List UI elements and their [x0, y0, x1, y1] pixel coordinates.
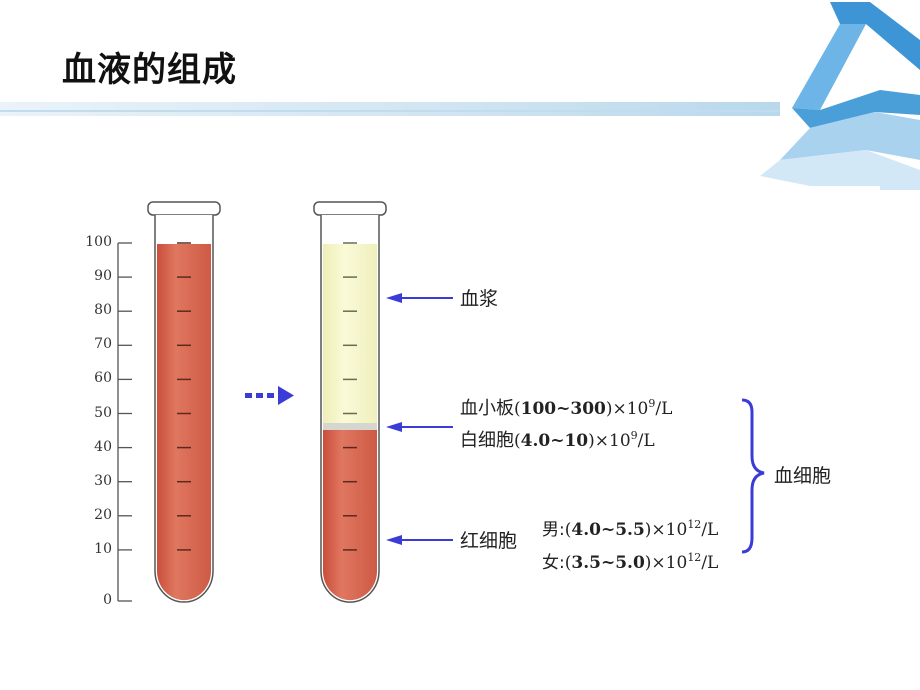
- red-cell-pointer-arrow: [386, 535, 453, 545]
- plasma-layer: [323, 244, 377, 423]
- rbc-female-prefix: 女:: [542, 553, 565, 573]
- whole-blood-tube: [147, 201, 221, 603]
- plasma-label: 血浆: [460, 288, 499, 310]
- red-cell-layer: [323, 430, 377, 601]
- rbc-male-prefix: 男:: [542, 520, 565, 540]
- blood-cells-brace: [741, 398, 765, 554]
- slide-title: 血液的组成: [62, 50, 237, 90]
- scale-tick-label-70: 70: [94, 336, 112, 353]
- platelet-tail: /L: [655, 399, 673, 419]
- rbc-female-label: 女:(3.5~5.0)×1012/L: [542, 551, 719, 573]
- platelet-exponent: 9: [648, 397, 656, 410]
- centrifuged-tube: [313, 201, 387, 603]
- scale-tick-label-50: 50: [94, 404, 112, 421]
- platelet-unit: ×10: [612, 399, 649, 419]
- rbc-male-unit: ×10: [651, 520, 688, 540]
- wbc-unit: ×10: [594, 431, 631, 451]
- scale-tick-label-60: 60: [94, 370, 112, 387]
- plasma-pointer-arrow: [386, 293, 453, 303]
- platelet-name: 血小板: [460, 398, 514, 419]
- wbc-range: 4.0~10: [520, 431, 589, 451]
- scale-tick-label-20: 20: [94, 506, 112, 523]
- platelet-label: 血小板(100~300)×109/L: [460, 397, 673, 419]
- blood-cells-label: 血细胞: [774, 465, 832, 487]
- tubes-diagram: [117, 201, 765, 603]
- rbc-female-tail: /L: [701, 553, 719, 573]
- wbc-tail: /L: [637, 431, 655, 451]
- rbc-male-label: 男:(4.0~5.5)×1012/L: [542, 518, 719, 540]
- platelet-range: 100~300: [520, 399, 606, 419]
- rbc-male-exponent: 12: [687, 518, 702, 531]
- scale-tick-label-100: 100: [85, 234, 112, 250]
- wbc-label: 白细胞(4.0~10)×109/L: [460, 429, 655, 451]
- rbc-name: 红细胞: [460, 530, 518, 552]
- rbc-female-unit: ×10: [651, 553, 688, 573]
- title-underline-band: [0, 102, 780, 116]
- scale-tick-label-80: 80: [94, 302, 112, 319]
- ribbon-decoration: [760, 2, 920, 190]
- scale-ticks: [118, 242, 132, 602]
- buffy-coat-layer: [323, 423, 377, 430]
- rbc-female-range: 3.5~5.0: [571, 553, 645, 573]
- rbc-male-tail: /L: [701, 520, 719, 540]
- rbc-female-exponent: 12: [687, 551, 702, 564]
- scale-tick-label-40: 40: [94, 438, 112, 455]
- buffy-coat-pointer-arrow: [386, 422, 453, 432]
- rbc-male-range: 4.0~5.5: [571, 520, 645, 540]
- scale-tick-label-10: 10: [94, 540, 112, 557]
- scale-tick-label-0: 0: [103, 592, 112, 608]
- scale-tick-label-30: 30: [94, 472, 112, 489]
- wbc-name: 白细胞: [460, 430, 514, 451]
- scale-tick-label-90: 90: [94, 268, 112, 285]
- process-arrow: [245, 386, 294, 405]
- wbc-exponent: 9: [630, 429, 638, 442]
